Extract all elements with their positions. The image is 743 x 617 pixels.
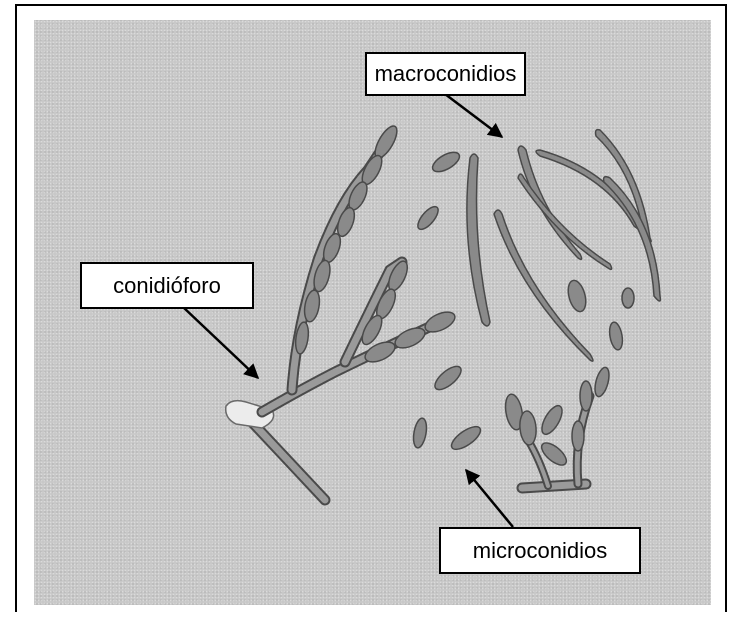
arrow-conidioforo [183,307,258,378]
label-conidioforo: conidióforo [80,262,254,309]
macroconidia [414,130,660,362]
label-macroconidios: macroconidios [365,52,526,96]
label-microconidios: microconidios [439,527,641,574]
conidiophore-branch [262,140,440,412]
arrow-macroconidios [445,94,502,137]
arrow-microconidios [466,470,513,527]
conidiophore-stalk [226,401,325,500]
microconidiophore [503,366,612,488]
label-arrows [183,94,513,527]
